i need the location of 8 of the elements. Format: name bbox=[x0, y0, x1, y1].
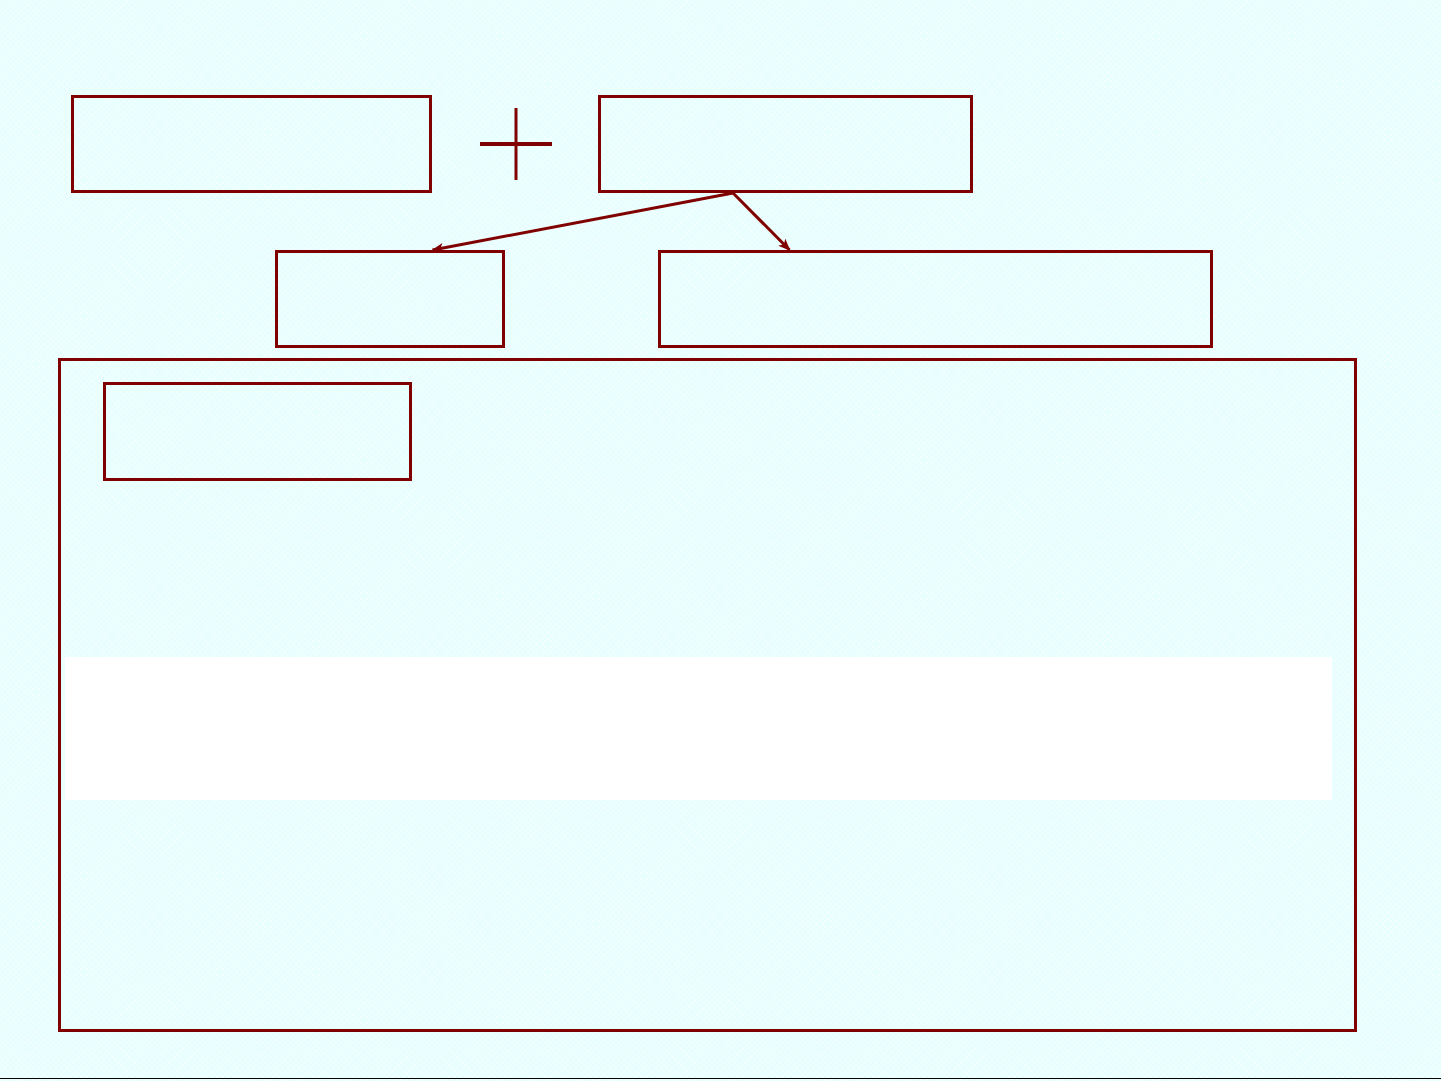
frame-box bbox=[598, 95, 973, 193]
frame-box bbox=[103, 382, 412, 481]
arrow bbox=[431, 191, 734, 253]
frame-box bbox=[71, 95, 432, 193]
frame-box bbox=[58, 358, 1357, 1032]
frame-box bbox=[658, 250, 1213, 348]
frame-box bbox=[275, 250, 505, 348]
arrow bbox=[731, 191, 791, 252]
